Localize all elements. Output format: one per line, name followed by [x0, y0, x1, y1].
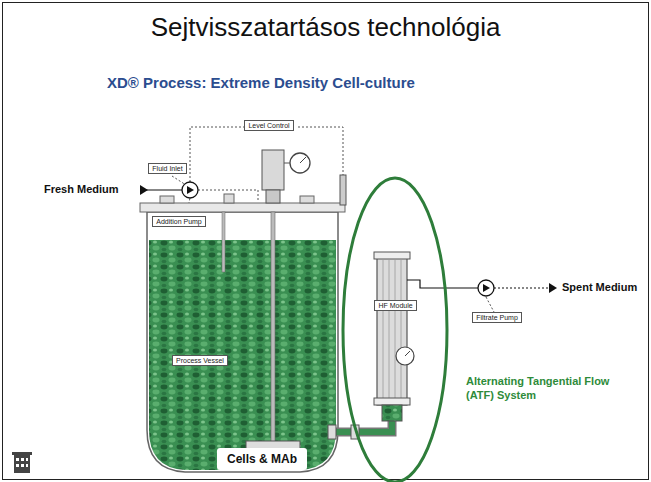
box-text: Fluid Inlet	[152, 165, 182, 172]
box-text: Level Control	[248, 122, 289, 129]
inlet-label: Fresh Medium	[44, 183, 119, 195]
label-box: Addition Pump	[152, 216, 206, 227]
box-text: Filtrate Pump	[476, 314, 518, 321]
box-text: Process Vessel	[176, 357, 224, 364]
outlet-label: Spent Medium	[562, 281, 637, 293]
label-box: Filtrate Pump	[472, 312, 522, 323]
box-text: HF Module	[378, 302, 412, 309]
label-box: HF Module	[374, 300, 417, 311]
box-text: Addition Pump	[156, 218, 202, 225]
content-box: Cells & MAb	[217, 448, 307, 470]
subtitle: XD® Process: Extreme Density Cell-cultur…	[107, 74, 415, 91]
label-box: Fluid Inlet	[148, 163, 187, 174]
label-box: Level Control	[244, 120, 294, 131]
slide-title: Sejtvisszatartásos technológia	[0, 12, 651, 43]
box-text: Cells & MAb	[227, 452, 297, 466]
system-label: Alternating Tangential Flow (ATF) System	[466, 375, 616, 403]
label-box: Process Vessel	[172, 355, 228, 366]
